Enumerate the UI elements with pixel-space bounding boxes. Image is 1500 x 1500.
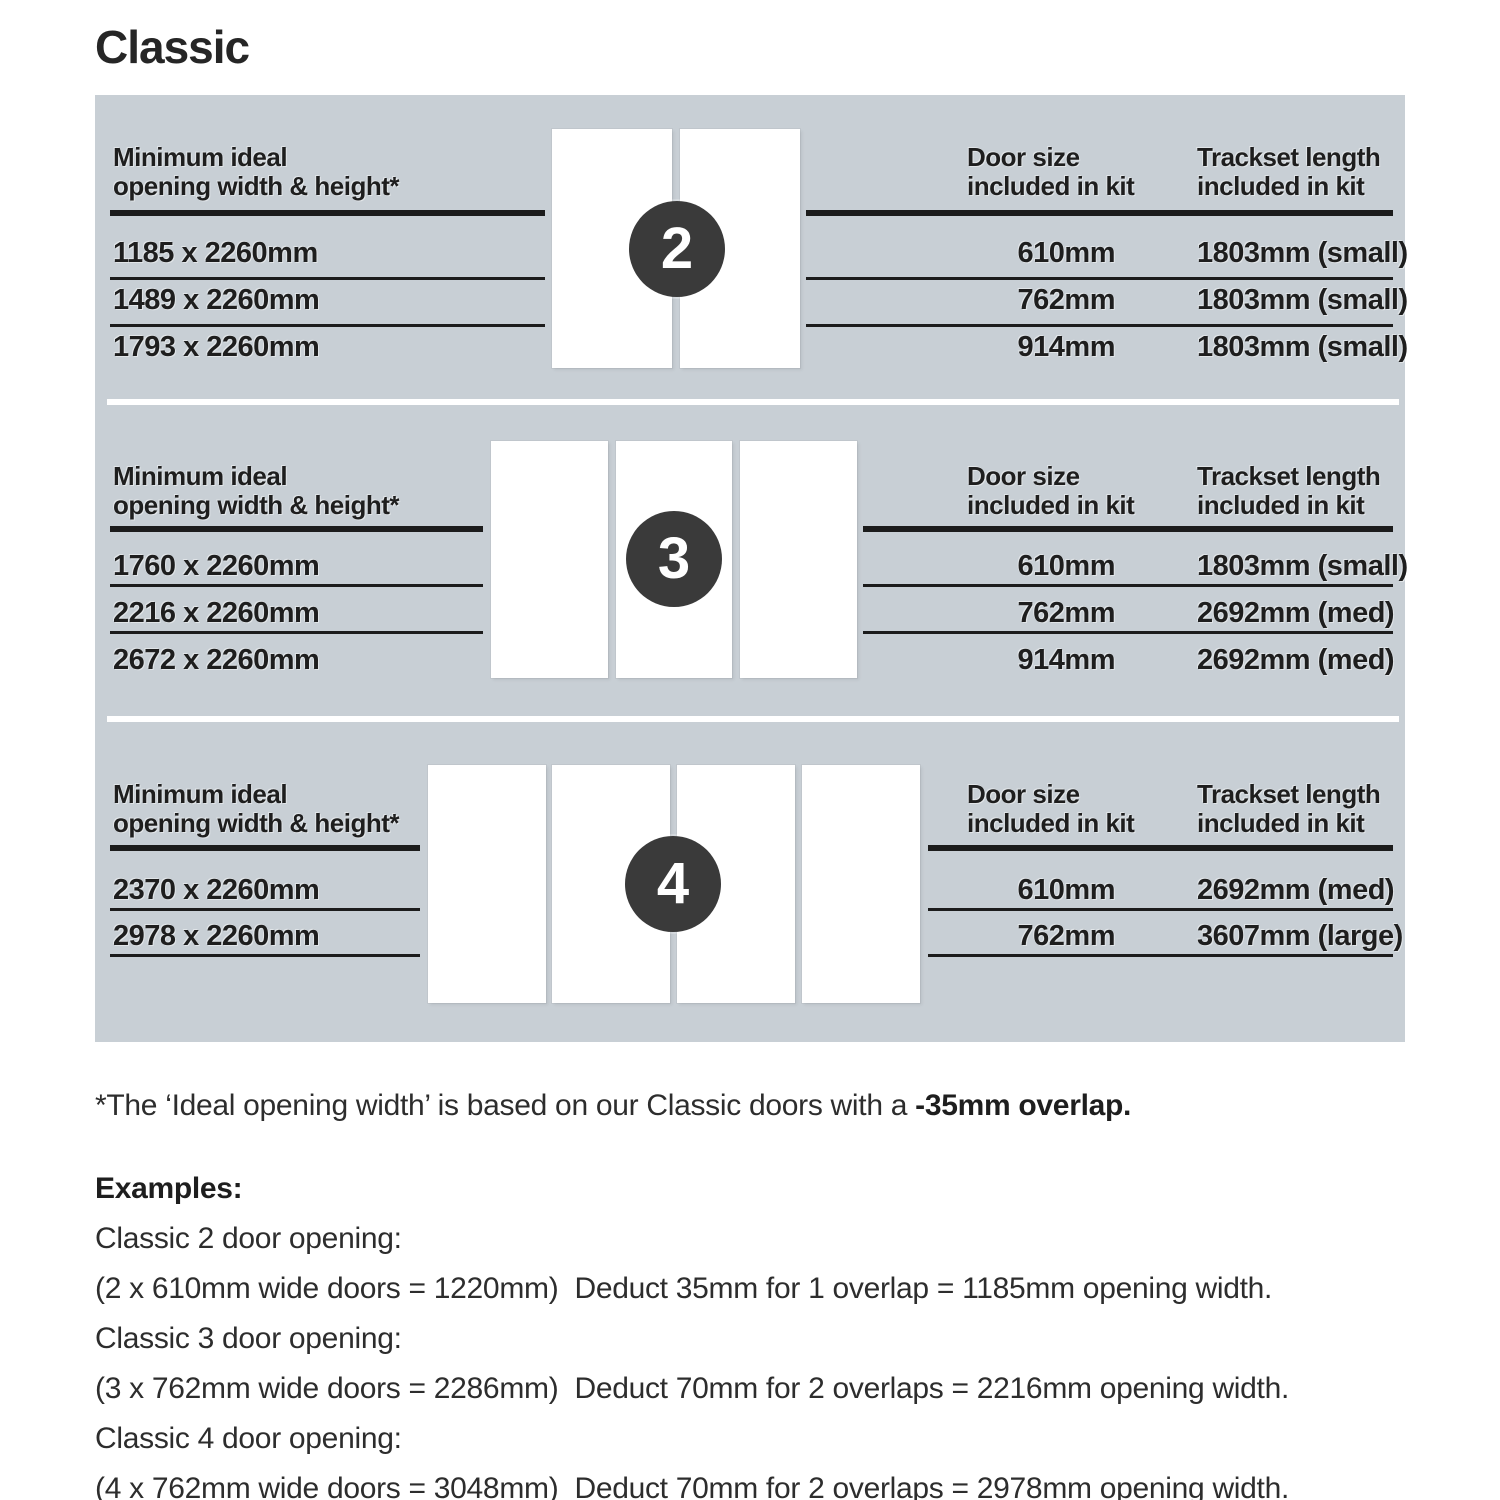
door-size-value: 762mm [1017,920,1116,952]
example-detail: (2 x 610mm wide doors = 1220mm) Deduct 3… [95,1272,1273,1305]
header-rule [110,845,420,851]
trackset-column-header: Trackset length included in kit [1197,779,1381,838]
trackset-value: 2692mm (med) [1197,597,1395,629]
opening-value: 1185 x 2260mm [113,237,318,269]
trackset-value: 1803mm (small) [1197,550,1408,582]
overlap-footnote: *The ‘Ideal opening width’ is based on o… [95,1089,1132,1122]
door-size-value: 610mm [1017,237,1116,269]
trackset-value: 2692mm (med) [1197,644,1395,676]
opening-value: 2672 x 2260mm [113,644,320,676]
trackset-value: 1803mm (small) [1197,331,1408,363]
row-rule [806,324,1393,327]
row-rule [863,584,1393,587]
door-panel-illustration [740,441,857,678]
row-rule [110,324,545,327]
trackset-value: 1803mm (small) [1197,237,1408,269]
header-rule [928,845,1393,851]
row-rule [110,277,545,280]
row-rule [110,584,483,587]
door-size-value: 762mm [1017,284,1116,316]
door-size-value: 914mm [1017,644,1116,676]
trackset-value: 3607mm (large) [1197,920,1403,952]
row-rule [110,908,420,911]
opening-column-header: Minimum ideal opening width & height* [113,142,400,201]
header-rule [863,526,1393,532]
header-rule [110,210,545,216]
row-rule [110,954,420,957]
door-panel-illustration [491,441,608,678]
door-count-badge: 4 [625,836,721,932]
trackset-value: 2692mm (med) [1197,874,1395,906]
opening-value: 1760 x 2260mm [113,550,320,582]
door-size-value: 914mm [1017,331,1116,363]
page-title: Classic [95,21,250,73]
examples-block: Examples: Classic 2 door opening: (2 x 6… [95,1164,1289,1500]
door-panel-illustration [802,765,920,1003]
row-rule [110,631,483,634]
examples-heading: Examples: [95,1172,243,1205]
opening-column-header: Minimum ideal opening width & height* [113,779,400,838]
header-rule [110,526,483,532]
row-rule [806,277,1393,280]
example-label: Classic 2 door opening: [95,1222,402,1255]
trackset-value: 1803mm (small) [1197,284,1408,316]
door-size-value: 610mm [1017,874,1116,906]
opening-value: 1489 x 2260mm [113,284,320,316]
header-rule [806,210,1393,216]
example-detail: (3 x 762mm wide doors = 2286mm) Deduct 7… [95,1372,1290,1405]
opening-column-header: Minimum ideal opening width & height* [113,461,400,520]
example-label: Classic 3 door opening: [95,1322,402,1355]
overlap-footnote-bold: -35mm overlap. [915,1089,1132,1122]
door-size-value: 610mm [1017,550,1116,582]
opening-value: 2370 x 2260mm [113,874,320,906]
door-size-value: 762mm [1017,597,1116,629]
door-size-column-header: Door size included in kit [967,779,1135,838]
trackset-column-header: Trackset length included in kit [1197,142,1381,201]
door-panel-illustration [428,765,546,1003]
trackset-column-header: Trackset length included in kit [1197,461,1381,520]
door-size-column-header: Door size included in kit [967,142,1135,201]
section-divider [107,399,1399,405]
example-label: Classic 4 door opening: [95,1422,402,1455]
opening-value: 1793 x 2260mm [113,331,320,363]
door-size-column-header: Door size included in kit [967,461,1135,520]
door-count-badge: 3 [626,511,722,607]
opening-value: 2216 x 2260mm [113,597,320,629]
row-rule [928,908,1393,911]
opening-value: 2978 x 2260mm [113,920,320,952]
section-divider [107,716,1399,722]
row-rule [928,954,1393,957]
spec-panel: Minimum ideal opening width & height* Do… [95,95,1408,1042]
example-detail: (4 x 762mm wide doors = 3048mm) Deduct 7… [95,1472,1290,1500]
row-rule [863,631,1393,634]
door-count-badge: 2 [629,201,725,297]
